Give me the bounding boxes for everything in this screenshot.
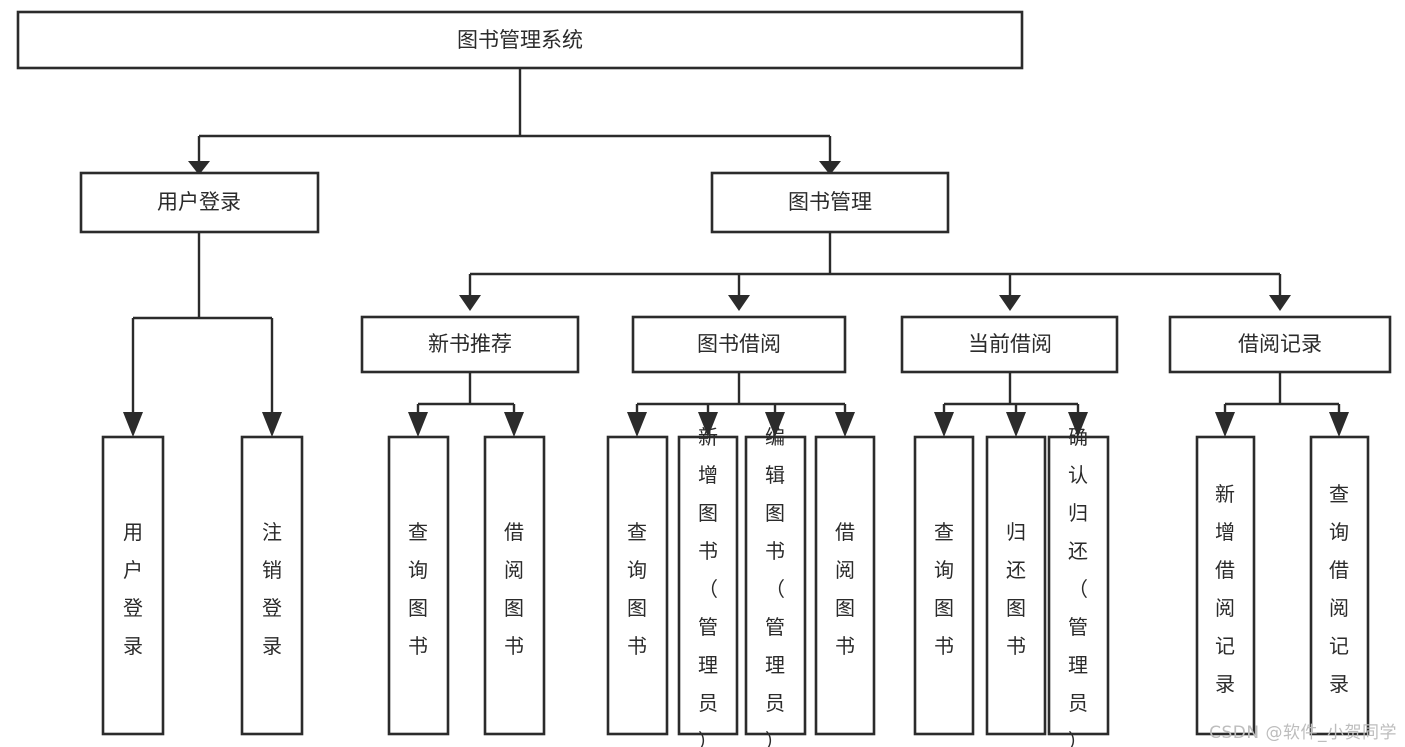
leaf-book-borrow-3-label: 编辑图书（管理员） (765, 425, 785, 747)
leaf-book-borrow-1-label: 查询图书 (627, 520, 647, 658)
leaf-book-borrow-2-label: 新增图书（管理员） (698, 425, 718, 747)
node-new-book-recommend-label: 新书推荐 (428, 332, 512, 356)
node-user-login[interactable]: 用户登录 (79, 171, 320, 234)
leaf-user-login-2-label: 注销登录 (262, 520, 282, 658)
leaf-borrow-record-2[interactable]: 查询借阅记录 (1309, 435, 1370, 736)
node-user-login-label: 用户登录 (157, 190, 241, 214)
leaf-book-borrow-3[interactable]: 编辑图书（管理员） (744, 425, 807, 747)
leaf-new-book-1-label: 查询图书 (408, 520, 428, 658)
arrow-icon-level3-b (728, 295, 750, 311)
arrow-icon-leaf-c1 (934, 412, 954, 437)
arrow-icon-leaf-u1 (123, 412, 143, 437)
leaf-borrow-record-1[interactable]: 新增借阅记录 (1195, 435, 1256, 736)
arrow-icon-leaf-c3 (1068, 412, 1088, 437)
leaf-borrow-record-1-label: 新增借阅记录 (1215, 482, 1235, 696)
node-root[interactable]: 图书管理系统 (16, 10, 1024, 70)
arrow-icon-leaf-r1 (1215, 412, 1235, 437)
arrow-icon-leaf-u2 (262, 412, 282, 437)
csdn-watermark: CSDN @软件_小贺同学 (1209, 723, 1397, 743)
node-current-borrow-label: 当前借阅 (968, 332, 1052, 356)
leaf-current-borrow-2[interactable]: 归还图书 (985, 435, 1047, 736)
node-book-manage[interactable]: 图书管理 (710, 171, 950, 234)
leaf-new-book-2-label: 借阅图书 (504, 520, 524, 658)
arrow-icon-leaf-n2 (504, 412, 524, 437)
node-book-borrow-label: 图书借阅 (697, 332, 781, 356)
leaf-user-login-1[interactable]: 用户登录 (101, 435, 165, 736)
arrow-icon-leaf-b4 (835, 412, 855, 437)
node-borrow-record[interactable]: 借阅记录 (1168, 315, 1392, 374)
arrow-icon-leaf-r2 (1329, 412, 1349, 437)
leaf-book-borrow-4[interactable]: 借阅图书 (814, 435, 876, 736)
leaf-current-borrow-2-label: 归还图书 (1006, 520, 1026, 658)
arrow-icon-book-manage (819, 161, 841, 175)
leaf-book-borrow-2[interactable]: 新增图书（管理员） (677, 425, 739, 747)
leaf-current-borrow-1[interactable]: 查询图书 (913, 435, 975, 736)
leaf-new-book-1[interactable]: 查询图书 (387, 435, 450, 736)
leaf-user-login-2[interactable]: 注销登录 (240, 435, 304, 736)
node-borrow-record-label: 借阅记录 (1238, 332, 1322, 356)
node-book-borrow[interactable]: 图书借阅 (631, 315, 847, 374)
leaf-borrow-record-2-label: 查询借阅记录 (1329, 482, 1349, 696)
node-book-manage-label: 图书管理 (788, 190, 872, 214)
leaf-book-borrow-1[interactable]: 查询图书 (606, 435, 669, 736)
leaf-current-borrow-3-label: 确认归还（管理员） (1068, 425, 1088, 747)
arrow-icon-level3-a (459, 295, 481, 311)
arrow-icon-level3-c (999, 295, 1021, 311)
arrowhead-layer (123, 161, 1349, 437)
leaf-current-borrow-3[interactable]: 确认归还（管理员） (1047, 425, 1110, 747)
arrow-icon-user-login (188, 161, 210, 175)
node-root-label: 图书管理系统 (457, 28, 583, 52)
arrow-icon-leaf-c2 (1006, 412, 1026, 437)
leaf-current-borrow-1-label: 查询图书 (934, 520, 954, 658)
arrow-icon-level3-d (1269, 295, 1291, 311)
node-layer: 图书管理系统 用户登录 图书管理 新书推荐 图书借阅 当前 (16, 10, 1392, 747)
node-new-book-recommend[interactable]: 新书推荐 (360, 315, 580, 374)
arrow-icon-leaf-b3 (765, 412, 785, 437)
arrow-icon-leaf-n1 (408, 412, 428, 437)
leaf-user-login-1-label: 用户登录 (123, 520, 143, 658)
leaf-new-book-2[interactable]: 借阅图书 (483, 435, 546, 736)
node-current-borrow[interactable]: 当前借阅 (900, 315, 1119, 374)
arrow-icon-leaf-b2 (698, 412, 718, 437)
leaf-book-borrow-4-label: 借阅图书 (835, 520, 855, 658)
arrow-icon-leaf-b1 (627, 412, 647, 437)
